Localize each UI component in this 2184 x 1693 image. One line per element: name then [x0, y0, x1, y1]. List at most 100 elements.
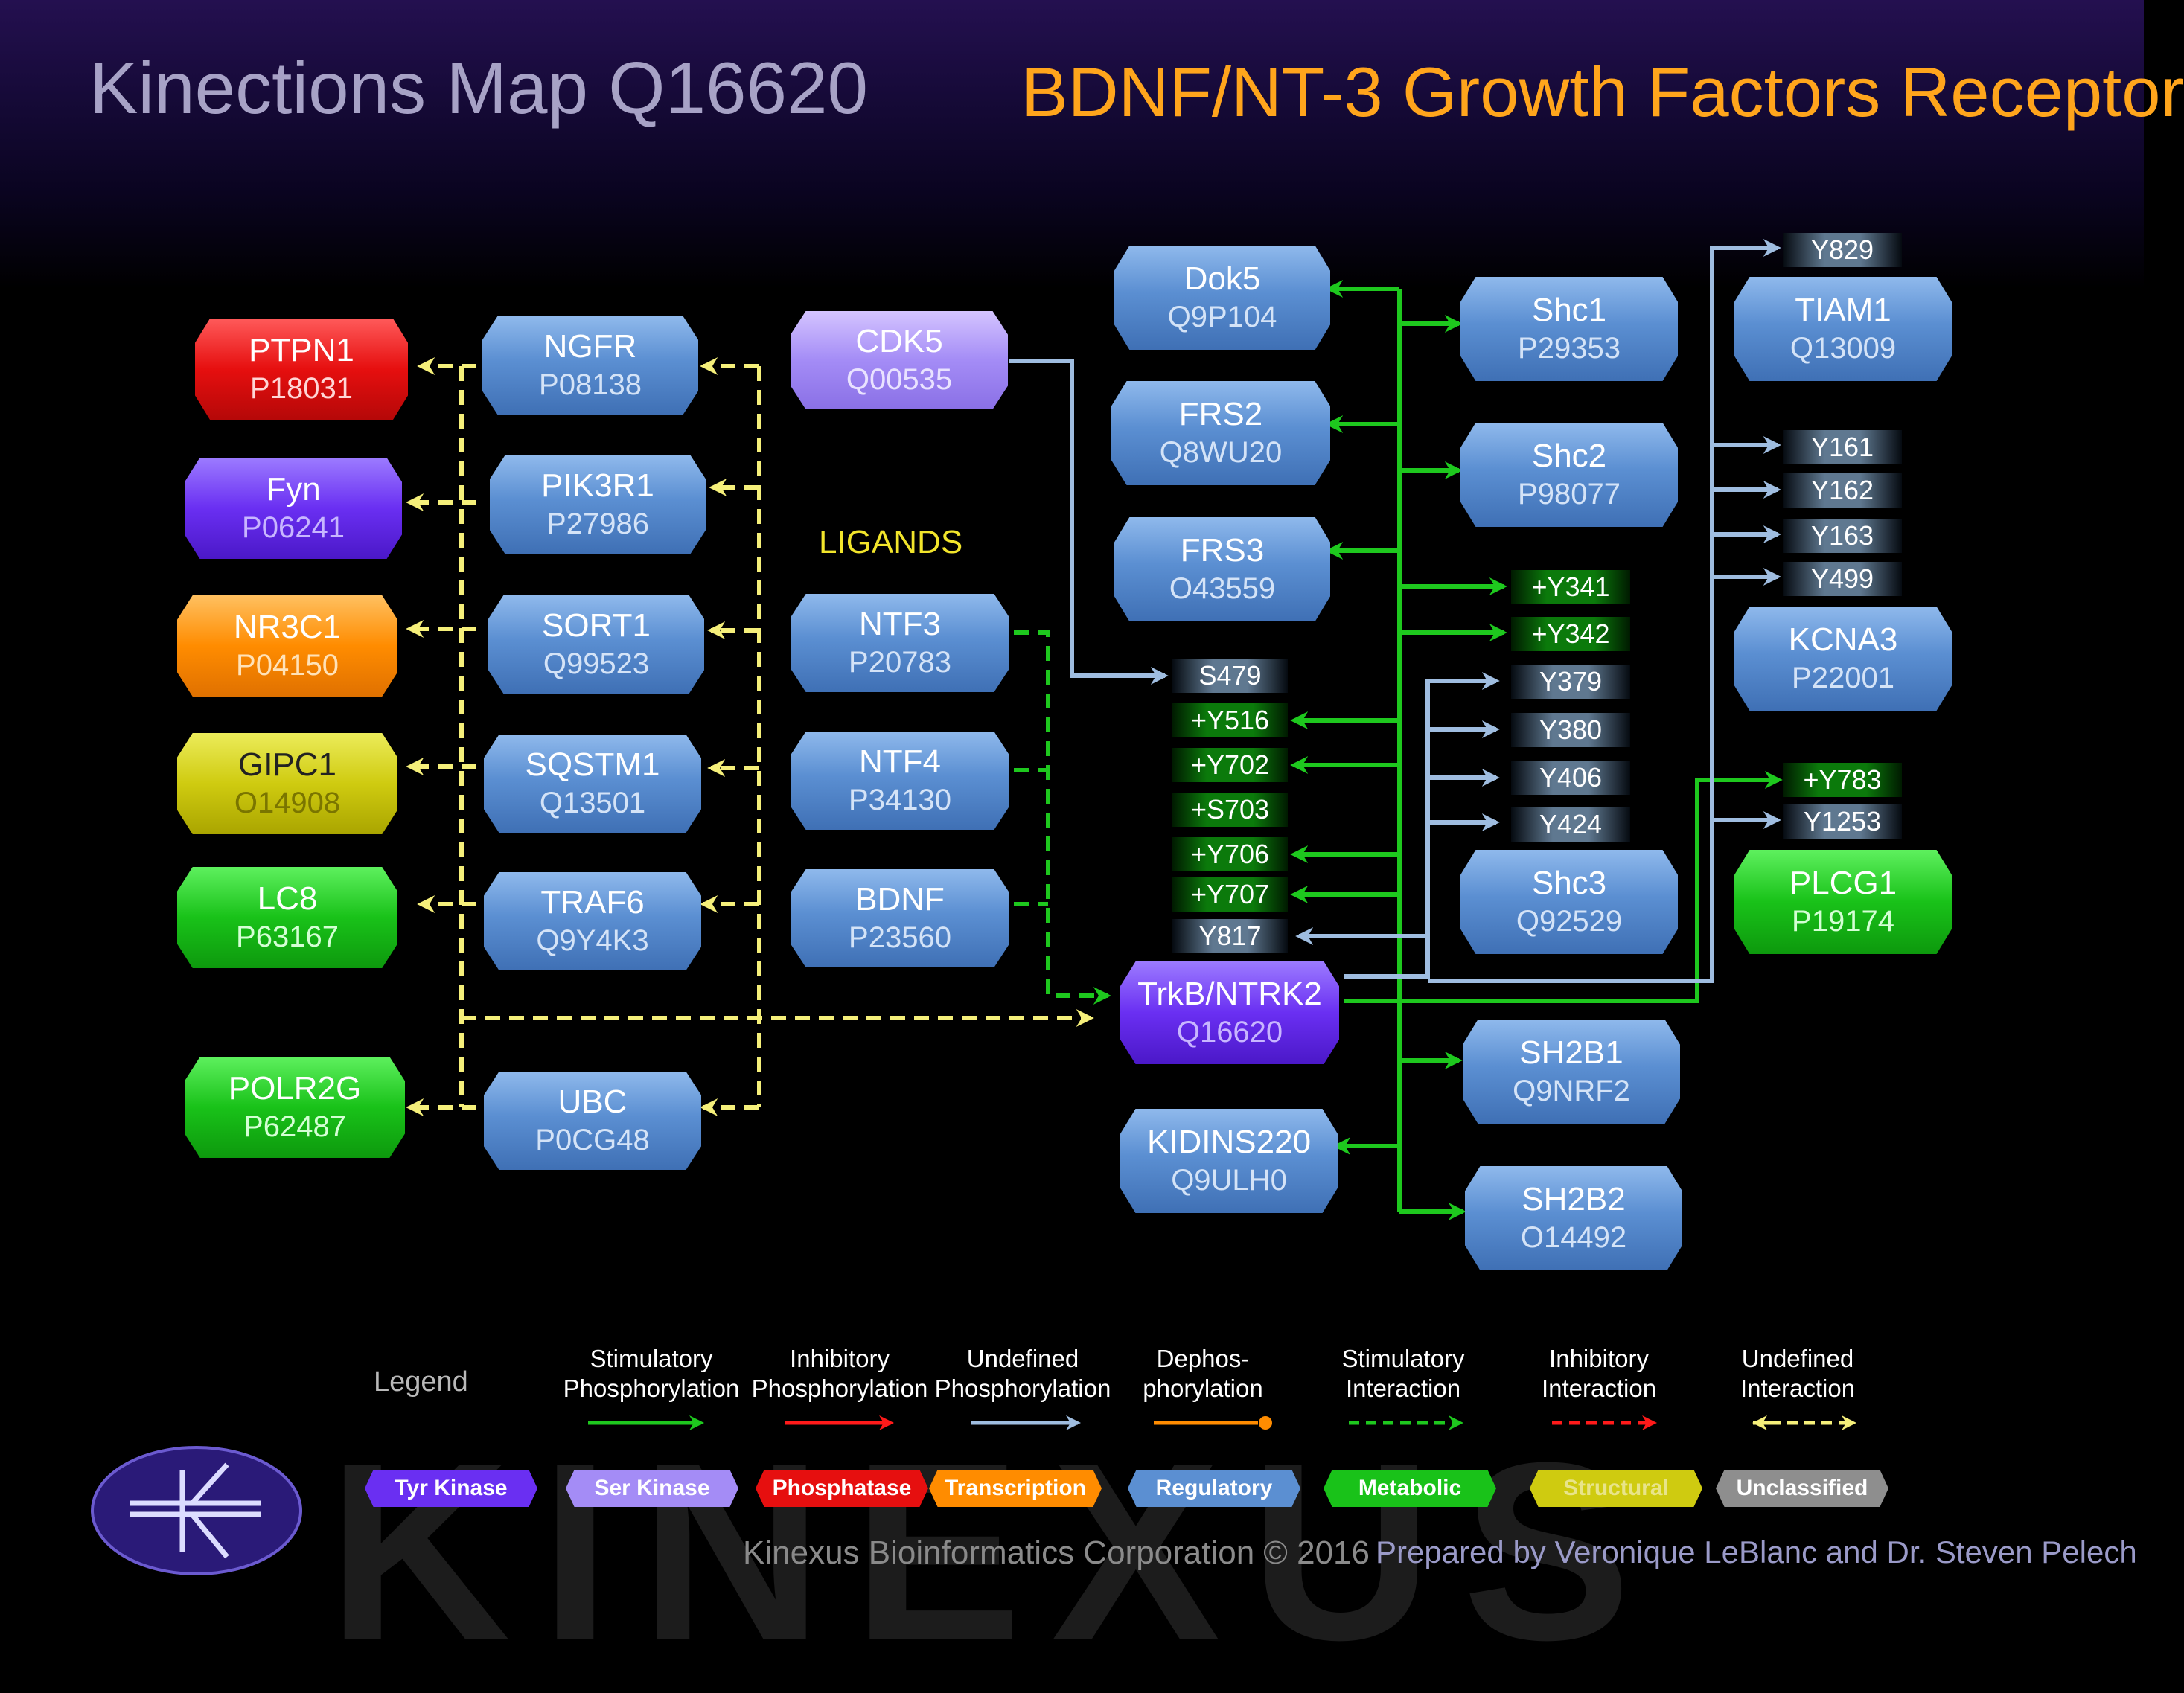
site-y341[interactable]: +Y341	[1511, 570, 1630, 604]
site-y162[interactable]: Y162	[1783, 473, 1902, 508]
node-nr3c1-name: NR3C1	[233, 609, 342, 645]
node-ntf3-id: P20783	[849, 646, 951, 679]
node-frs3-name: FRS3	[1180, 532, 1265, 569]
site-y829[interactable]: Y829	[1783, 233, 1902, 267]
legend-chip-structural: Structural	[1530, 1470, 1702, 1507]
node-ngfr-name: NGFR	[543, 328, 637, 365]
node-ubc-id: P0CG48	[535, 1124, 650, 1156]
node-sh2b2-id: O14492	[1520, 1221, 1627, 1254]
site-y499[interactable]: Y499	[1783, 562, 1902, 596]
stimulatory-lines	[1290, 280, 1783, 1220]
site-s703[interactable]: +S703	[1172, 793, 1288, 827]
node-plcg1-id: P19174	[1792, 905, 1894, 938]
site-y707[interactable]: +Y707	[1172, 877, 1288, 912]
node-sort1-id: Q99523	[543, 647, 650, 680]
legend-inhibitory-interaction: Inhibitory Interaction	[1541, 1345, 1657, 1402]
site-y1253[interactable]: Y1253	[1783, 804, 1902, 839]
node-traf6-id: Q9Y4K3	[536, 924, 649, 957]
site-y516[interactable]: +Y516	[1172, 703, 1288, 737]
node-polr2g-name: POLR2G	[228, 1070, 362, 1107]
node-sqstm1-name: SQSTM1	[525, 746, 660, 783]
node-sh2b1-name: SH2B1	[1519, 1034, 1623, 1071]
node-traf6-name: TRAF6	[540, 884, 645, 921]
ligands-label: LIGANDS	[819, 524, 963, 560]
site-y706[interactable]: +Y706	[1172, 837, 1288, 871]
site-y817[interactable]: Y817	[1172, 919, 1288, 953]
node-trkb-id: Q16620	[1176, 1016, 1283, 1049]
legend-dephosphorylation: Dephos-phorylation	[1143, 1345, 1263, 1402]
connector-layer	[91, 239, 1856, 1575]
legend-chip-metabolic: Metabolic	[1324, 1470, 1496, 1507]
site-y163[interactable]: Y163	[1783, 519, 1902, 553]
site-y702[interactable]: +Y702	[1172, 748, 1288, 782]
node-bdnf-id: P23560	[849, 921, 951, 954]
legend-chip-tyr-kinase: Tyr Kinase	[365, 1470, 537, 1507]
node-kidins220-name: KIDINS220	[1146, 1124, 1312, 1160]
node-dok5-id: Q9P104	[1167, 301, 1277, 333]
node-sqstm1-id: Q13501	[539, 787, 646, 819]
copyright-footer: Kinexus Bioinformatics Corporation © 201…	[743, 1534, 1370, 1571]
site-y379[interactable]: Y379	[1511, 665, 1630, 699]
author-footer: Prepared by Veronique LeBlanc and Dr. St…	[1376, 1534, 2137, 1569]
kinexus-watermark: KINEXUS	[328, 1410, 1661, 1693]
node-trkb-name: TrkB/NTRK2	[1137, 976, 1322, 1012]
undefined-interaction-lines	[406, 357, 1094, 1116]
site-y783[interactable]: +Y783	[1783, 763, 1902, 797]
site-y406[interactable]: Y406	[1511, 761, 1630, 795]
node-shc2-id: P98077	[1518, 478, 1621, 511]
node-tiam1-id: Q13009	[1789, 332, 1897, 365]
node-ptpn1-name: PTPN1	[249, 332, 354, 368]
node-sh2b1-id: Q9NRF2	[1513, 1075, 1630, 1107]
node-cdk5-name: CDK5	[855, 323, 943, 359]
legend-chip-phosphatase: Phosphatase	[756, 1470, 928, 1507]
legend-inhibitory-phosphorylation: Inhibitory Phosphorylation	[751, 1345, 928, 1402]
node-ngfr-id: P08138	[539, 368, 642, 401]
node-shc2-name: Shc2	[1531, 438, 1607, 474]
site-y161[interactable]: Y161	[1783, 430, 1902, 464]
legend-chip-transcription: Transcription	[929, 1470, 1102, 1507]
node-ntf3-name: NTF3	[859, 606, 941, 642]
site-y424[interactable]: Y424	[1511, 807, 1630, 842]
phosphorylation-lines	[1009, 239, 1781, 983]
node-cdk5-id: Q00535	[846, 363, 953, 396]
node-kcna3-name: KCNA3	[1788, 621, 1898, 658]
site-y380[interactable]: Y380	[1511, 713, 1630, 747]
node-pik3r1-id: P27986	[546, 508, 649, 540]
legend-stimulatory-phosphorylation: Stimulatory Phosphorylation	[563, 1345, 740, 1402]
node-fyn-name: Fyn	[266, 471, 321, 508]
node-ntf4-id: P34130	[849, 784, 951, 816]
node-ntf4-name: NTF4	[859, 743, 941, 780]
site-s479[interactable]: S479	[1172, 659, 1288, 693]
site-y342[interactable]: +Y342	[1511, 617, 1630, 651]
